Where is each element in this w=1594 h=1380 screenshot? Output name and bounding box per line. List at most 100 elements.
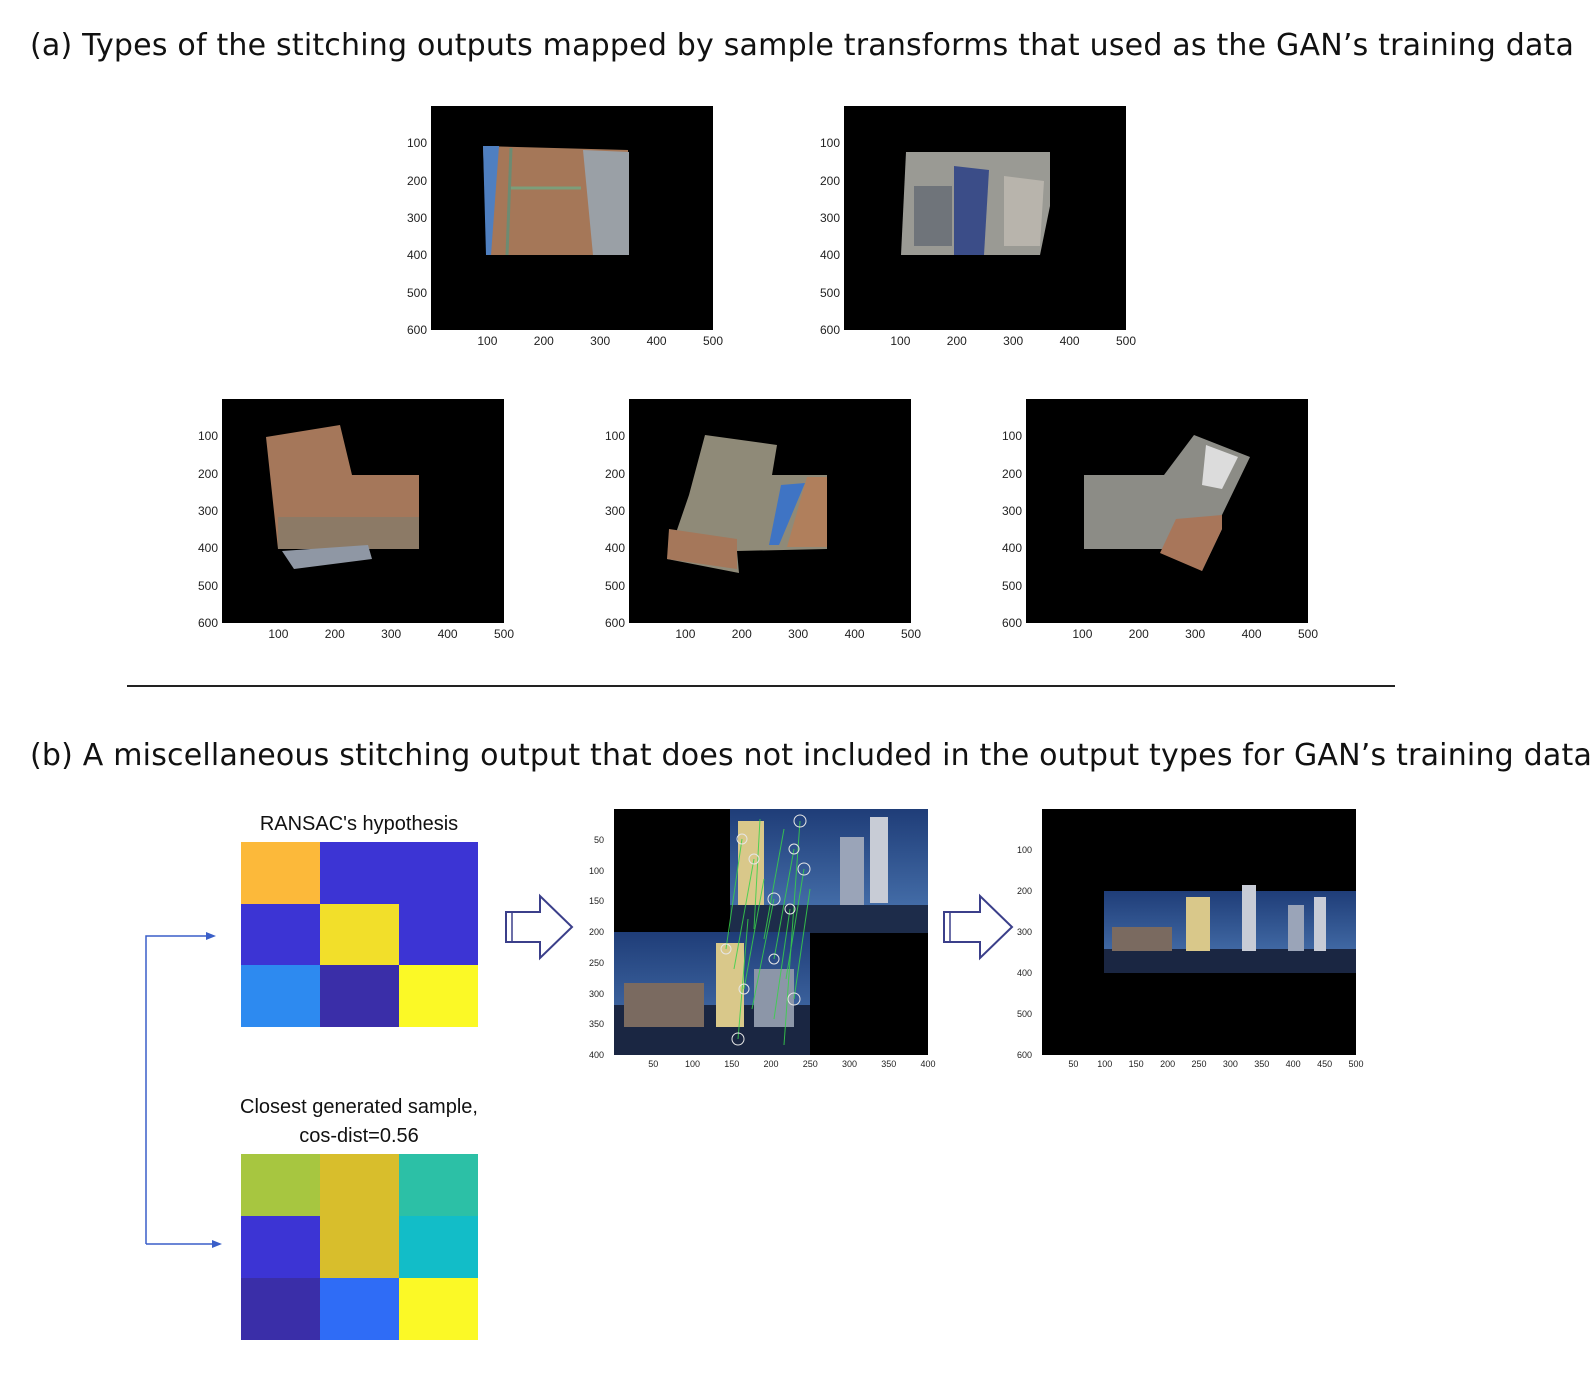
y-tick-label: 400	[819, 248, 840, 263]
x-tick-label: 400	[1285, 1059, 1301, 1069]
x-tick-label: 350	[1254, 1059, 1270, 1069]
y-tick-label: 500	[604, 578, 625, 593]
y-tick-label: 400	[588, 1050, 604, 1060]
matrix-cell	[399, 1216, 478, 1278]
y-tick-label: 200	[819, 173, 840, 188]
x-tick-label: 200	[731, 627, 752, 641]
y-tick-label: 300	[604, 504, 625, 518]
matrix-cell	[320, 1216, 399, 1278]
x-tick-label: 400	[646, 334, 667, 348]
x-tick-label: 350	[881, 1059, 897, 1069]
y-tick-label: 600	[819, 323, 840, 337]
y-tick-label: 100	[406, 136, 427, 151]
stitch-image-1	[483, 146, 629, 256]
y-tick-label: 200	[1001, 466, 1022, 481]
x-tick-label: 300	[381, 627, 402, 641]
x-tick-label: 100	[890, 334, 911, 348]
caption-a: (a) Types of the stitching outputs mappe…	[30, 28, 1575, 63]
stitch-image-4	[667, 435, 827, 573]
matrix-cell	[241, 903, 320, 966]
matrix-cell	[320, 1278, 399, 1340]
y-tick-label: 100	[819, 136, 840, 151]
matrix-cell	[399, 1278, 478, 1340]
x-tick-label: 50	[648, 1059, 659, 1069]
x-tick-label: 100	[1097, 1059, 1113, 1069]
section-divider	[127, 685, 1395, 687]
flow-arrow-right-icon	[943, 893, 1014, 961]
x-tick-label: 400	[920, 1059, 936, 1069]
x-tick-label: 100	[477, 334, 498, 348]
x-tick-label: 300	[1222, 1059, 1238, 1069]
x-tick-label: 300	[1185, 627, 1206, 641]
matrix-cell	[241, 1278, 320, 1340]
matrix-cell	[320, 965, 399, 1027]
x-tick-label: 300	[1003, 334, 1024, 348]
x-tick-label: 500	[1297, 627, 1319, 641]
matrix-cell	[399, 903, 478, 966]
x-tick-label: 100	[675, 627, 696, 641]
y-tick-label: 100	[588, 865, 604, 876]
closest-title-line1: Closest generated sample,	[240, 1096, 478, 1118]
matrix-cell	[399, 842, 478, 904]
matrix-cell	[320, 842, 399, 904]
x-tick-label: 200	[533, 334, 554, 348]
x-tick-label: 150	[724, 1059, 740, 1069]
y-tick-label: 200	[197, 466, 218, 481]
y-tick-label: 400	[1016, 968, 1032, 978]
y-tick-label: 300	[1001, 504, 1022, 518]
x-tick-label: 300	[590, 334, 611, 348]
closest-sample-matrix	[241, 1154, 478, 1340]
ransac-matrix	[241, 842, 478, 1027]
y-tick-label: 200	[604, 466, 625, 481]
x-tick-label: 250	[802, 1059, 818, 1069]
stitch-image-2	[901, 152, 1050, 255]
y-tick-label: 100	[197, 429, 218, 444]
x-tick-label: 250	[1191, 1059, 1207, 1069]
x-tick-label: 300	[841, 1059, 858, 1069]
x-tick-label: 400	[1059, 334, 1080, 348]
y-tick-label: 500	[406, 285, 427, 300]
y-tick-label: 400	[1001, 541, 1022, 556]
y-tick-label: 200	[588, 927, 604, 937]
matrix-cell	[320, 1154, 399, 1216]
y-tick-label: 600	[1001, 616, 1022, 630]
x-tick-label: 450	[1317, 1059, 1333, 1069]
matrix-cell	[399, 965, 478, 1027]
matrix-cell	[241, 842, 320, 904]
matrix-cell	[241, 1154, 320, 1216]
y-tick-label: 300	[1016, 927, 1032, 937]
y-tick-label: 200	[1016, 886, 1032, 896]
y-tick-label: 200	[406, 173, 427, 188]
x-tick-label: 400	[437, 627, 458, 641]
y-tick-label: 50	[593, 834, 604, 845]
y-tick-label: 600	[604, 616, 625, 630]
y-tick-label: 300	[819, 211, 840, 225]
x-tick-label: 200	[763, 1059, 779, 1069]
y-tick-label: 500	[197, 578, 218, 593]
x-tick-label: 100	[684, 1059, 701, 1069]
x-tick-label: 100	[1072, 627, 1093, 641]
y-tick-label: 500	[1001, 578, 1022, 593]
matrix-cell	[399, 1154, 478, 1216]
y-tick-label: 400	[604, 541, 625, 556]
y-tick-label: 400	[406, 248, 427, 263]
x-tick-label: 500	[1348, 1059, 1364, 1069]
x-tick-label: 300	[788, 627, 809, 641]
y-tick-label: 400	[197, 541, 218, 556]
x-tick-label: 150	[1128, 1059, 1144, 1069]
stitch-image-5	[1084, 435, 1250, 571]
y-tick-label: 600	[406, 323, 427, 337]
x-tick-label: 200	[1160, 1059, 1176, 1069]
x-tick-label: 200	[324, 627, 345, 641]
stitch-image-3	[266, 425, 419, 569]
x-tick-label: 500	[900, 627, 922, 641]
y-tick-label: 150	[588, 896, 604, 907]
